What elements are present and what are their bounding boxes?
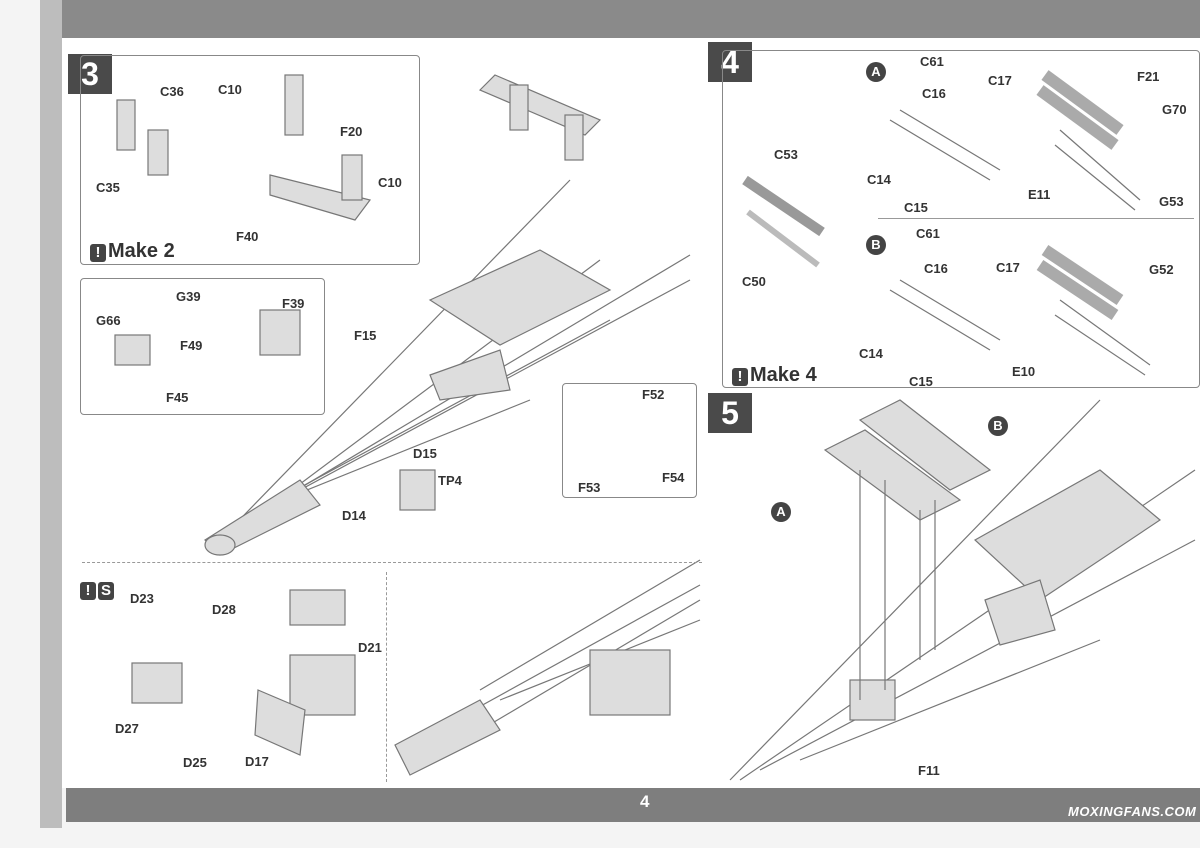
variant-marker-a: A bbox=[771, 502, 791, 522]
part-label: G70 bbox=[1162, 102, 1187, 117]
note-icons: !S bbox=[80, 578, 116, 601]
part-label: E11 bbox=[1028, 187, 1051, 202]
subassembly-panel-3a bbox=[80, 55, 420, 265]
step-number-4: 4 bbox=[708, 42, 752, 82]
section-divider bbox=[82, 562, 702, 563]
part-label: C10 bbox=[218, 82, 242, 97]
make-label: Make 4 bbox=[750, 364, 817, 386]
part-label: C15 bbox=[904, 200, 928, 215]
step4-panel bbox=[722, 50, 1200, 388]
part-label: G52 bbox=[1149, 262, 1174, 277]
section-divider bbox=[386, 572, 387, 782]
variant-marker-b: B bbox=[866, 235, 886, 255]
make-label: Make 2 bbox=[108, 240, 175, 262]
part-label: C14 bbox=[867, 172, 891, 187]
part-label: D25 bbox=[183, 755, 207, 770]
part-label: C53 bbox=[774, 147, 798, 162]
part-label: C61 bbox=[920, 54, 944, 69]
part-label: C61 bbox=[916, 226, 940, 241]
make-quantity-note: !Make 4 bbox=[732, 364, 817, 387]
part-label: C50 bbox=[742, 274, 766, 289]
part-label: D14 bbox=[342, 508, 366, 523]
variant-marker-a: A bbox=[866, 62, 886, 82]
part-label: F40 bbox=[236, 229, 259, 244]
part-label: C16 bbox=[922, 86, 946, 101]
part-label: G66 bbox=[96, 313, 121, 328]
part-label: F15 bbox=[354, 328, 377, 343]
part-label: D23 bbox=[130, 591, 154, 606]
step-number-3: 3 bbox=[68, 54, 112, 94]
warning-icon: ! bbox=[90, 244, 106, 262]
chassis-drawing-step3 bbox=[204, 74, 691, 556]
left-band bbox=[40, 0, 62, 828]
part-label: G53 bbox=[1159, 194, 1184, 209]
variant-divider bbox=[878, 218, 1194, 219]
top-band bbox=[40, 0, 1200, 38]
watermark: MOXINGFANS.COM bbox=[1068, 804, 1197, 819]
part-label: D17 bbox=[245, 754, 269, 769]
page-number: 4 bbox=[640, 792, 650, 811]
part-label: F52 bbox=[642, 387, 665, 402]
part-label: TP4 bbox=[438, 473, 462, 488]
part-label: F39 bbox=[282, 296, 305, 311]
part-label: C17 bbox=[996, 260, 1020, 275]
part-label: C36 bbox=[160, 84, 184, 99]
subassembly-panel-3b bbox=[80, 278, 325, 415]
part-label: C15 bbox=[909, 374, 933, 389]
part-label: C16 bbox=[924, 261, 948, 276]
part-label: D15 bbox=[413, 446, 437, 461]
subassembly-panel-3c bbox=[562, 383, 697, 498]
glue-icon: S bbox=[98, 582, 114, 600]
warning-icon: ! bbox=[732, 368, 748, 386]
part-label: E10 bbox=[1012, 364, 1036, 379]
part-label: C14 bbox=[859, 346, 883, 361]
make-quantity-note: !Make 2 bbox=[90, 240, 175, 263]
part-label: C35 bbox=[96, 180, 120, 195]
part-label: D27 bbox=[115, 721, 139, 736]
part-label: C10 bbox=[378, 175, 402, 190]
part-label: F53 bbox=[578, 480, 601, 495]
part-label: F45 bbox=[166, 390, 189, 405]
warning-icon: ! bbox=[80, 582, 96, 600]
step-number-5: 5 bbox=[708, 393, 752, 433]
part-label: F49 bbox=[180, 338, 203, 353]
variant-marker-b: B bbox=[988, 416, 1008, 436]
bottom-band bbox=[66, 788, 1200, 822]
part-label: F21 bbox=[1137, 69, 1160, 84]
part-label: F54 bbox=[662, 470, 685, 485]
part-label: G39 bbox=[176, 289, 201, 304]
part-label: D21 bbox=[358, 640, 382, 655]
part-label: F20 bbox=[340, 124, 363, 139]
part-label: F11 bbox=[918, 763, 940, 778]
part-label: C17 bbox=[988, 73, 1012, 88]
part-label: D28 bbox=[212, 602, 236, 617]
